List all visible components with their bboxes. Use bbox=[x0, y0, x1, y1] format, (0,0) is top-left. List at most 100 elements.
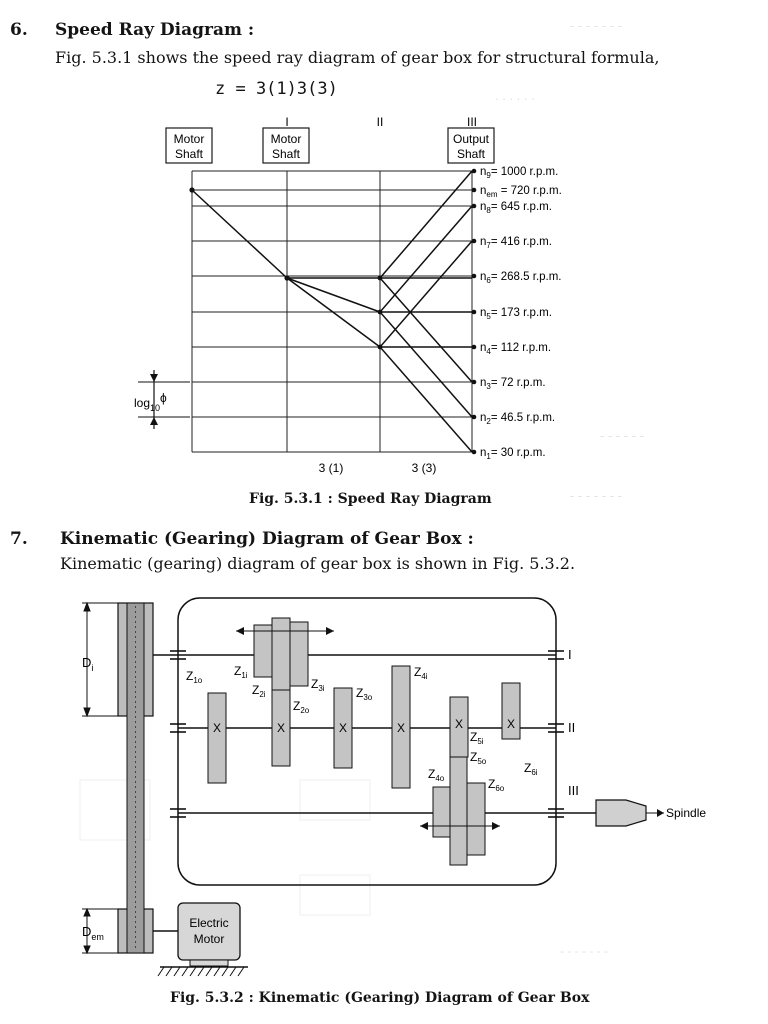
pulley-dimension-Dem bbox=[82, 907, 118, 955]
shaft-roman-I: I bbox=[285, 115, 288, 129]
key-mark: X bbox=[213, 721, 221, 735]
shaft-I-sliding-cluster bbox=[236, 617, 334, 691]
shaft-II-gear-2: X bbox=[271, 689, 291, 767]
svg-text:Shaft: Shaft bbox=[457, 147, 486, 161]
svg-text:Shaft: Shaft bbox=[175, 147, 204, 161]
speed-rays bbox=[191, 170, 473, 453]
bleed-text: . . . . . . bbox=[495, 88, 535, 103]
gear-labels: Z1o Z1i Z2i Z3i Z2o Z3o Z4i Z5i Z5o Z4o … bbox=[186, 664, 538, 793]
gear-label: Z5i bbox=[470, 730, 484, 746]
svg-text:Motor: Motor bbox=[174, 132, 205, 146]
output-speed-label: nem = 720 r.p.m. bbox=[480, 185, 562, 199]
key-mark: X bbox=[397, 721, 405, 735]
spindle-label: Spindle bbox=[666, 806, 706, 820]
gear-label: Z4i bbox=[414, 665, 428, 681]
output-speed-dot bbox=[471, 414, 477, 420]
shaft-II-gear-4: X bbox=[391, 665, 411, 789]
pulley-dimension-Di bbox=[82, 601, 118, 718]
svg-text:Shaft: Shaft bbox=[272, 147, 301, 161]
output-speed-label: n2= 46.5 r.p.m. bbox=[480, 412, 555, 426]
log-phi-marker: log10ϕ bbox=[134, 370, 190, 429]
output-speed-dot bbox=[471, 203, 477, 209]
output-speed-label: n4= 112 r.p.m. bbox=[480, 342, 551, 356]
output-speed-labels: n9= 1000 r.p.m.nem = 720 r.p.m.n8= 645 r… bbox=[480, 166, 562, 461]
gear-label: Z4o bbox=[428, 767, 445, 783]
output-speed-dot bbox=[471, 238, 477, 244]
shaft-roman-II: II bbox=[377, 115, 384, 129]
bleed-shape bbox=[299, 874, 371, 916]
gear-label: Z5o bbox=[470, 750, 487, 766]
section-6-number: 6. bbox=[10, 20, 28, 40]
svg-text:Output: Output bbox=[453, 132, 490, 146]
kinematic-shaft-I-label: I bbox=[568, 647, 572, 662]
bleed-shape bbox=[299, 779, 371, 821]
key-mark: X bbox=[339, 721, 347, 735]
gear-label: Z3i bbox=[311, 677, 325, 693]
output-speed-label: n5= 173 r.p.m. bbox=[480, 307, 552, 321]
electric-motor: Electric Motor bbox=[153, 902, 248, 977]
output-speed-dot bbox=[471, 309, 477, 315]
key-mark: X bbox=[507, 717, 515, 731]
gear-label: Z6o bbox=[488, 777, 505, 793]
gear-label: Z2o bbox=[293, 699, 310, 715]
bleed-shape bbox=[79, 779, 151, 841]
section-6-paragraph: Fig. 5.3.1 shows the speed ray diagram o… bbox=[55, 48, 660, 67]
output-speed-label: n6= 268.5 r.p.m. bbox=[480, 271, 562, 285]
kinematic-shaft-II-label: II bbox=[568, 720, 575, 735]
section-7-heading: Kinematic (Gearing) Diagram of Gear Box … bbox=[60, 529, 474, 549]
shaft-roman-III: III bbox=[467, 115, 477, 129]
key-mark: X bbox=[277, 721, 285, 735]
output-speed-label: n7= 416 r.p.m. bbox=[480, 236, 552, 250]
structural-formula: z = 3(1)3(3) bbox=[215, 79, 338, 99]
kinematic-diagram: Di Dem Electric Motor bbox=[82, 597, 706, 977]
gear-label: Z6i bbox=[524, 761, 538, 777]
shaft-III-sliding-cluster bbox=[420, 756, 500, 866]
motor-label-line1: Electric bbox=[189, 916, 228, 930]
output-speed-dot bbox=[471, 273, 477, 279]
motor-shaft-box: Motor Shaft bbox=[165, 127, 213, 164]
speed-grid bbox=[191, 170, 473, 453]
section-7-number: 7. bbox=[10, 529, 28, 549]
output-speed-label: n1= 30 r.p.m. bbox=[480, 447, 546, 461]
shaft-II-gear-1: X bbox=[207, 692, 227, 784]
output-speed-dot bbox=[471, 187, 477, 193]
pulley-label-Di: Di bbox=[82, 655, 93, 673]
bearings bbox=[170, 650, 564, 818]
shaft-II-gear-3: X bbox=[333, 687, 353, 769]
shaft-II-gear-6: X bbox=[501, 682, 521, 740]
stage-label-1: 3 (1) bbox=[319, 461, 344, 475]
svg-text:Motor: Motor bbox=[271, 132, 302, 146]
stage-label-2: 3 (3) bbox=[412, 461, 437, 475]
speed-nodes bbox=[189, 187, 383, 350]
output-speed-label: n3= 72 r.p.m. bbox=[480, 377, 546, 391]
output-speed-dot bbox=[471, 449, 477, 455]
output-speed-dots bbox=[471, 168, 477, 455]
gear-label: Z2i bbox=[252, 683, 266, 699]
output-speed-dot bbox=[471, 379, 477, 385]
gear-label: Z1i bbox=[234, 664, 248, 680]
output-speed-label: n8= 645 r.p.m. bbox=[480, 201, 552, 215]
section-6-heading: Speed Ray Diagram : bbox=[55, 20, 255, 40]
figure-5-3-1-caption: Fig. 5.3.1 : Speed Ray Diagram bbox=[249, 491, 492, 507]
section-7-paragraph: Kinematic (gearing) diagram of gear box … bbox=[60, 554, 576, 573]
bleed-text: - - - - - - bbox=[600, 428, 644, 443]
output-shaft-box: Output Shaft bbox=[447, 127, 495, 164]
shaft-II-gear-5: X bbox=[449, 696, 469, 758]
bleed-text: - - - - - - - bbox=[570, 18, 622, 33]
spindle: Spindle bbox=[595, 799, 706, 827]
log-phi-label: log10ϕ bbox=[134, 391, 167, 413]
speed-ray-diagram: I II III Motor Shaft Motor Shaft Output … bbox=[134, 115, 562, 475]
figure-5-3-2-caption: Fig. 5.3.2 : Kinematic (Gearing) Diagram… bbox=[170, 990, 590, 1006]
bleed-text: - - - - - - - bbox=[560, 944, 608, 958]
gear-label: Z3o bbox=[356, 686, 373, 702]
shaft-I-box: Motor Shaft bbox=[262, 127, 310, 164]
bleed-text: - - - - - - - bbox=[570, 488, 622, 503]
gearbox-casing bbox=[177, 597, 557, 886]
kinematic-shaft-III-label: III bbox=[568, 783, 579, 798]
gear-label: Z1o bbox=[186, 669, 203, 685]
output-speed-dot bbox=[471, 168, 477, 174]
pulley-label-Dem: Dem bbox=[82, 924, 104, 942]
key-mark: X bbox=[455, 717, 463, 731]
output-speed-dot bbox=[471, 344, 477, 350]
